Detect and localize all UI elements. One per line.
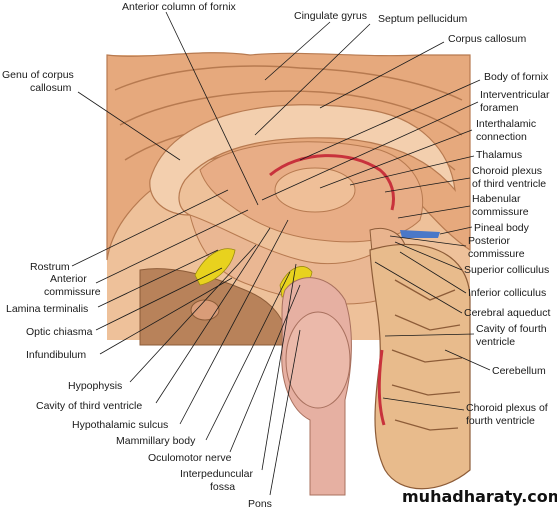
- cerebellum-shape: [369, 243, 471, 490]
- leader-habenular: [397, 205, 471, 219]
- leader-optic-chiasma: [95, 267, 223, 331]
- label-anterior-column-of-fornix: Anterior column of fornix: [122, 1, 237, 13]
- label-interpeduncular-line2: fossa: [210, 481, 235, 493]
- label-choroid-third-line2: of third ventricle: [472, 178, 546, 190]
- leader-interpeduncular: [261, 263, 297, 471]
- label-cerebellum: Cerebellum: [492, 365, 546, 377]
- label-choroid-fourth-line2: fourth ventricle: [466, 415, 535, 427]
- leader-choroid-fourth: [382, 397, 465, 411]
- leader-cavity-fourth: [384, 333, 475, 337]
- leader-choroid-third: [384, 177, 471, 193]
- leader-pons: [269, 329, 301, 496]
- label-genu-line1: Genu of corpus: [2, 69, 74, 81]
- label-pons: Pons: [248, 498, 272, 510]
- leader-lamina-terminalis: [97, 249, 219, 308]
- cerebellum-folia: [391, 279, 463, 431]
- leader-septum-pellucidum: [254, 23, 371, 136]
- label-habenular-line2: commissure: [472, 206, 529, 218]
- leader-cingulate-gyrus: [264, 21, 331, 81]
- label-cingulate-gyrus: Cingulate gyrus: [294, 10, 367, 22]
- label-posterior-line1: Posterior: [468, 235, 511, 247]
- label-choroid-third-line1: Choroid plexus: [472, 165, 542, 177]
- label-inferior-colliculus: Inferior colliculus: [468, 287, 546, 299]
- hypophysis-shape: [190, 299, 220, 321]
- choroid-plexus-fourth-red: [377, 349, 386, 426]
- leader-posterior-commissure: [389, 235, 467, 247]
- label-interpeduncular-line1: Interpeduncular: [180, 468, 253, 480]
- brain-illustration: [106, 52, 471, 496]
- label-cerebral-aqueduct: Cerebral aqueduct: [464, 307, 550, 319]
- label-genu-line2: callosum: [30, 82, 72, 94]
- leader-hypophysis: [129, 244, 257, 383]
- leader-interthalamic-connection: [319, 129, 473, 189]
- leader-mammillary: [205, 271, 291, 441]
- leader-anterior-commissure: [95, 209, 249, 284]
- label-body-of-fornix: Body of fornix: [484, 71, 549, 83]
- label-interventricular-line1: Interventricular: [480, 89, 550, 101]
- label-septum-pellucidum: Septum pellucidum: [378, 13, 468, 25]
- label-thalamus: Thalamus: [476, 149, 522, 161]
- label-cavity-fourth-line2: ventricle: [476, 336, 515, 348]
- choroid-plexus-third-ventricle-red: [269, 154, 395, 211]
- label-infundibulum: Infundibulum: [26, 349, 86, 361]
- leader-hypothalamic-sulcus: [179, 219, 289, 425]
- label-anterior-commissure-line1: Anterior: [50, 273, 87, 285]
- pineal-blue: [400, 230, 440, 238]
- label-posterior-line2: commissure: [468, 248, 525, 260]
- corpus-callosum: [149, 104, 456, 216]
- label-interventricular-line2: foramen: [480, 102, 519, 114]
- label-corpus-callosum: Corpus callosum: [448, 33, 526, 45]
- label-superior-colliculus: Superior colliculus: [464, 264, 549, 276]
- leader-corpus-callosum: [319, 41, 445, 109]
- leader-infundibulum: [99, 277, 233, 355]
- label-habenular-line1: Habenular: [472, 193, 521, 205]
- label-cavity-third-ventricle: Cavity of third ventricle: [36, 400, 142, 412]
- label-choroid-fourth-line1: Choroid plexus of: [466, 402, 548, 414]
- leader-cerebral-aqueduct: [374, 261, 463, 314]
- leader-cerebellum: [444, 349, 491, 371]
- leader-lines: [71, 11, 491, 496]
- label-oculomotor-nerve: Oculomotor nerve: [148, 452, 232, 464]
- label-hypophysis: Hypophysis: [68, 380, 122, 392]
- leader-genu: [77, 91, 181, 161]
- leader-rostrum: [71, 189, 229, 267]
- label-optic-chiasma: Optic chiasma: [26, 326, 93, 338]
- thalamus-shape: [274, 167, 356, 213]
- label-interthalamic-line2: connection: [476, 131, 527, 143]
- label-rostrum: Rostrum: [30, 261, 70, 273]
- label-pineal-body: Pineal body: [474, 222, 530, 234]
- leader-thalamus: [349, 155, 475, 186]
- label-hypothalamic-sulcus: Hypothalamic sulcus: [72, 419, 168, 431]
- leader-anterior-column-of-fornix: [165, 11, 259, 206]
- pons-shape: [285, 311, 351, 409]
- watermark: muhadharaty.com: [402, 487, 557, 506]
- label-interthalamic-line1: Interthalamic: [476, 118, 536, 130]
- leader-pineal: [439, 226, 473, 235]
- leader-superior-colliculus: [394, 241, 463, 271]
- label-lamina-terminalis: Lamina terminalis: [6, 303, 88, 315]
- label-anterior-commissure-line2: commissure: [44, 286, 101, 298]
- leader-cavity-third: [155, 227, 271, 404]
- leader-inferior-colliculus: [399, 251, 467, 294]
- leader-interventricular-foramen: [261, 101, 479, 201]
- leader-body-of-fornix: [299, 79, 481, 161]
- label-mammillary-body: Mammillary body: [116, 435, 196, 447]
- label-cavity-fourth-line1: Cavity of fourth: [476, 323, 547, 335]
